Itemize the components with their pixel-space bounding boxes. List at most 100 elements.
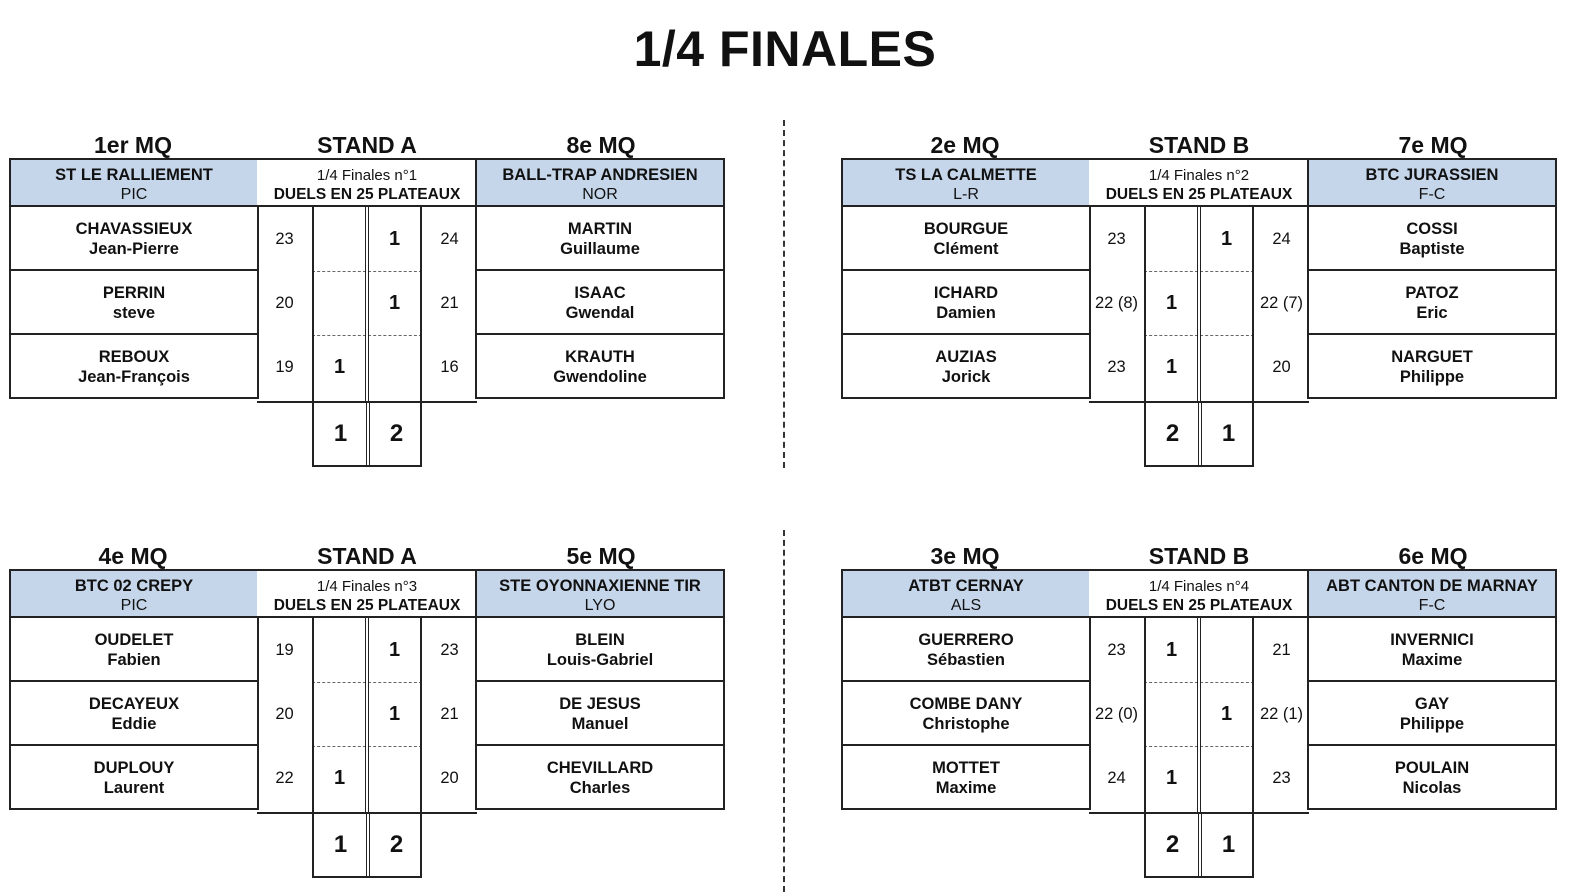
- row-separator: [312, 271, 422, 272]
- player-last-name: NARGUET: [1391, 348, 1473, 366]
- grid-line: [1089, 401, 1309, 403]
- duel-format: DUELS EN 25 PLATEAUX: [273, 597, 461, 614]
- left-rank: 4e MQ: [98, 543, 168, 569]
- team-region: F-C: [1418, 597, 1446, 614]
- right-score: 22 (7): [1259, 294, 1304, 312]
- grid-line: [368, 207, 369, 403]
- duel-format: DUELS EN 25 PLATEAUX: [1105, 186, 1293, 203]
- player-last-name: DUPLOUY: [93, 759, 175, 777]
- team-name: BALL-TRAP ANDRESIEN: [502, 166, 698, 184]
- left-win-mark: 1: [333, 767, 346, 789]
- vertical-divider: [783, 120, 785, 468]
- left-player: DUPLOUY Laurent: [9, 744, 259, 810]
- right-win-mark: 1: [1220, 228, 1233, 250]
- player-last-name: MOTTET: [932, 759, 1000, 777]
- grid-line: [1197, 207, 1198, 403]
- player-last-name: BOURGUE: [923, 220, 1009, 238]
- player-first-name: Laurent: [103, 779, 165, 797]
- right-rank: 7e MQ: [1398, 132, 1468, 158]
- player-last-name: INVERNICI: [1390, 631, 1474, 649]
- left-win-mark: 1: [1165, 639, 1178, 661]
- totals-separator: [1198, 403, 1202, 465]
- left-win-mark: 1: [1165, 767, 1178, 789]
- player-last-name: MARTIN: [567, 220, 633, 238]
- grid-line: [1089, 812, 1309, 814]
- team-name: TS LA CALMETTE: [895, 166, 1037, 184]
- right-win-mark: [1200, 335, 1253, 399]
- left-score: 23: [275, 230, 294, 248]
- right-win-mark: 1: [388, 292, 401, 314]
- grid-line: [1144, 618, 1146, 814]
- right-score: 21: [440, 294, 459, 312]
- grid-line: [365, 207, 366, 403]
- team-region: PIC: [120, 186, 148, 203]
- grid-line: [420, 207, 422, 403]
- right-total: 2: [389, 420, 404, 447]
- player-last-name: POULAIN: [1394, 759, 1470, 777]
- left-team-header: TS LA CALMETTE L-R: [841, 158, 1091, 207]
- row-separator: [1144, 682, 1254, 683]
- match-number: 1/4 Finales n°3: [316, 578, 418, 595]
- player-first-name: Jorick: [941, 368, 991, 386]
- player-first-name: steve: [112, 304, 156, 322]
- grid-line: [1197, 618, 1198, 814]
- match-number: 1/4 Finales n°2: [1148, 167, 1250, 184]
- left-win-mark: 1: [1165, 356, 1178, 378]
- right-score: 22 (1): [1259, 705, 1304, 723]
- row-separator: [312, 746, 422, 747]
- left-win-mark: 1: [1165, 292, 1178, 314]
- right-win-mark: [1200, 271, 1253, 335]
- player-first-name: Eddie: [111, 715, 157, 733]
- player-last-name: KRAUTH: [565, 348, 635, 366]
- grid-line: [312, 618, 314, 814]
- totals-separator: [1198, 814, 1202, 876]
- right-total: 1: [1221, 831, 1236, 858]
- row-separator: [312, 335, 422, 336]
- player-last-name: GAY: [1414, 695, 1450, 713]
- right-rank: 6e MQ: [1398, 543, 1468, 569]
- left-win-mark: [313, 207, 366, 271]
- right-win-mark: 1: [388, 639, 401, 661]
- player-first-name: Sébastien: [927, 651, 1005, 669]
- player-last-name: ISAAC: [574, 284, 626, 302]
- right-score: 21: [1272, 641, 1291, 659]
- left-player: GUERRERO Sébastien: [841, 616, 1091, 682]
- player-first-name: Jean-François: [78, 368, 190, 386]
- player-first-name: Jean-Pierre: [89, 240, 179, 258]
- totals-separator: [366, 814, 370, 876]
- team-name: ATBT CERNAY: [908, 577, 1024, 595]
- player-last-name: CHEVILLARD: [546, 759, 654, 777]
- left-rank: 3e MQ: [930, 543, 1000, 569]
- player-first-name: Maxime: [935, 779, 997, 797]
- left-win-mark: [1145, 207, 1198, 271]
- team-name: STE OYONNAXIENNE TIR: [499, 577, 701, 595]
- right-total: 2: [389, 831, 404, 858]
- team-region: L-R: [953, 186, 979, 203]
- left-win-mark: [313, 271, 366, 335]
- right-score: 23: [1272, 769, 1291, 787]
- left-rank: 2e MQ: [930, 132, 1000, 158]
- player-first-name: Charles: [569, 779, 631, 797]
- player-last-name: CHAVASSIEUX: [75, 220, 193, 238]
- player-last-name: GUERRERO: [918, 631, 1014, 649]
- left-score: 20: [275, 294, 294, 312]
- left-score: 19: [275, 358, 294, 376]
